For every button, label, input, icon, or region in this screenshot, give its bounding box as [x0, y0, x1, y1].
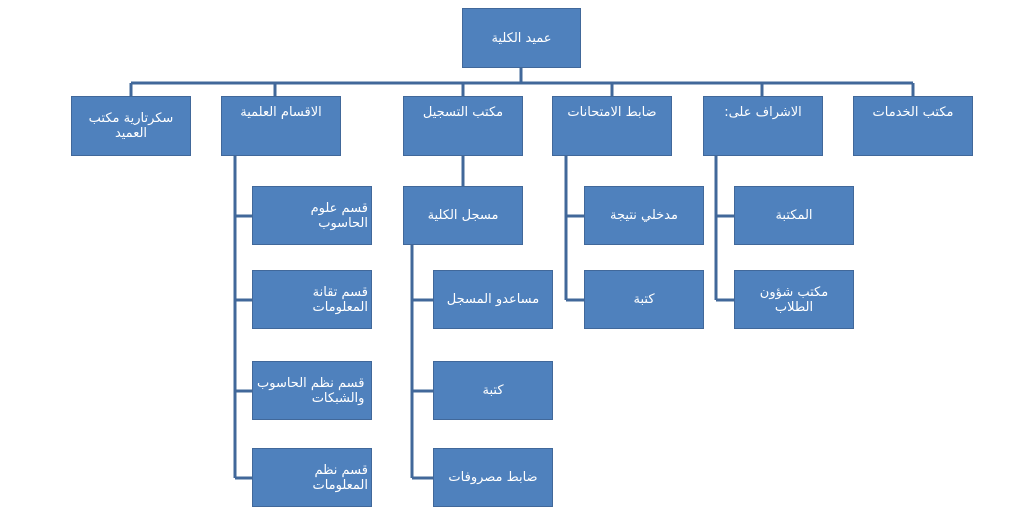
student-affairs-office-box: مكتب شؤون الطلاب — [734, 270, 854, 329]
information-technology-dept-box: قسم تقانة المعلومات — [252, 270, 372, 329]
dean-secretariat-box: سكرتارية مكتب العميد — [71, 96, 191, 156]
academic-departments-box: الاقسام العلمية — [221, 96, 341, 156]
exams-officer-box: ضابط الامتحانات — [552, 96, 672, 156]
registrar-clerks-box: كتبة — [433, 361, 553, 420]
exams-clerks-box: كتبة — [584, 270, 704, 329]
supervision-box: الاشراف على: — [703, 96, 823, 156]
registration-office-box: مكتب التسجيل — [403, 96, 523, 156]
results-entry-box: مدخلي نتيجة — [584, 186, 704, 245]
dean-box: عميد الكلية — [462, 8, 581, 68]
assistant-registrars-box: مساعدو المسجل — [433, 270, 553, 329]
library-box: المكتبة — [734, 186, 854, 245]
computer-science-dept-box: قسم علوم الحاسوب — [252, 186, 372, 245]
college-registrar-box: مسجل الكلية — [403, 186, 523, 245]
computer-systems-networks-dept-box: قسم نظم الحاسوب والشبكات — [252, 361, 372, 420]
services-office-box: مكتب الخدمات — [853, 96, 973, 156]
expenses-officer-box: ضابط مصروفات — [433, 448, 553, 507]
information-systems-dept-box: قسم نظم المعلومات — [252, 448, 372, 507]
